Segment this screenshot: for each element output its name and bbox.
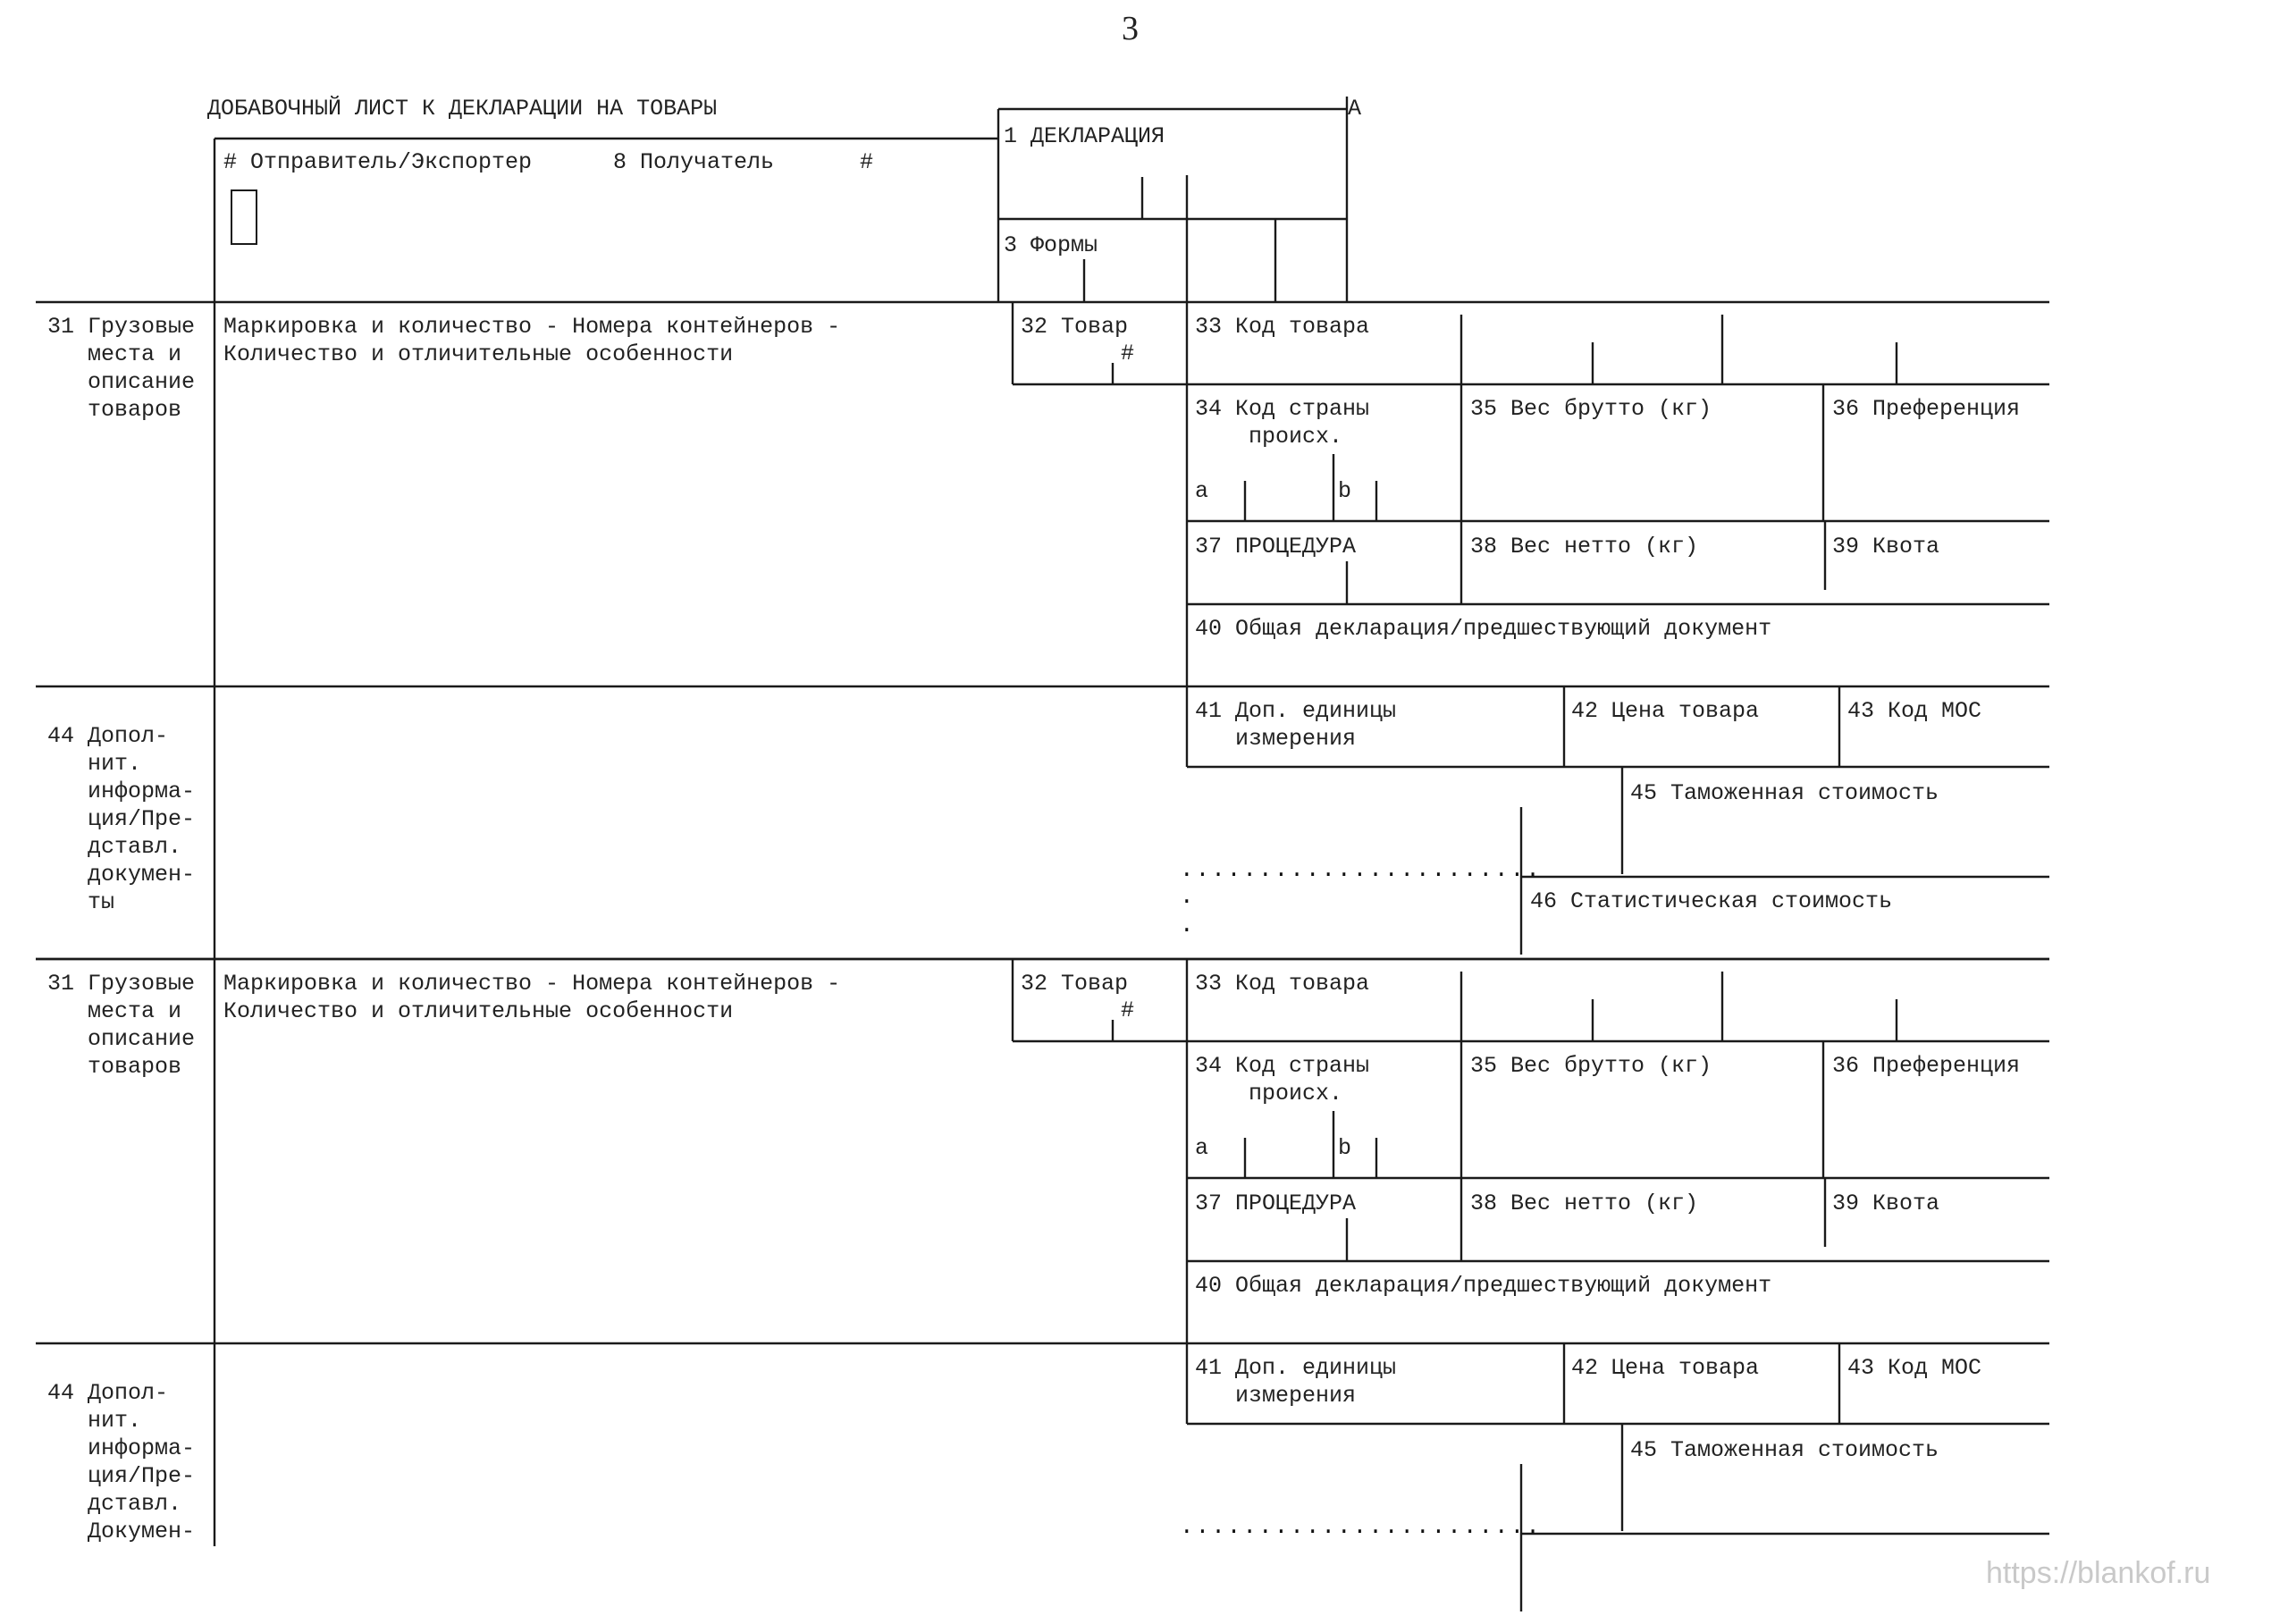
block-1-box35-label: 35 Вес брутто (кг) — [1470, 396, 1712, 422]
block-2-box34-label: 34 Код страны происх. — [1195, 1053, 1370, 1107]
block-1-box32-hash: # — [1121, 341, 1135, 366]
box-forms-label: 3 Формы — [1004, 232, 1098, 258]
block-1-dotted-leader: ....................... — [1180, 856, 1542, 883]
block-2-box31-text: Маркировка и количество - Номера контейн… — [223, 971, 841, 1024]
block-1-box38-label: 38 Вес нетто (кг) — [1470, 534, 1699, 560]
box-declaration-label: 1 ДЕКЛАРАЦИЯ — [1004, 123, 1165, 149]
block-2-box33-label: 33 Код товара — [1195, 971, 1370, 997]
block-1-box42-label: 42 Цена товара — [1571, 698, 1760, 724]
block-1-box32-label: 32 Товар — [1021, 314, 1129, 340]
block-1-box34-b: b — [1338, 478, 1352, 504]
block-2-box39-label: 39 Квота — [1832, 1191, 1940, 1216]
block-1-box43-label: 43 Код МОС — [1847, 698, 1982, 724]
block-1-box36-label: 36 Преференция — [1832, 396, 2021, 422]
page-number: 3 — [1122, 10, 1139, 47]
block-1-dotted-leader-dot: . — [1180, 883, 1196, 910]
block-1-box40-label: 40 Общая декларация/предшествующий докум… — [1195, 616, 1772, 642]
block-2-box43-label: 43 Код МОС — [1847, 1355, 1982, 1381]
block-1-box33-label: 33 Код товара — [1195, 314, 1370, 340]
block-2-box42-label: 42 Цена товара — [1571, 1355, 1760, 1381]
block-2-box32-hash: # — [1121, 997, 1135, 1023]
block-2-box34-a: a — [1195, 1135, 1209, 1161]
block-2-box38-label: 38 Вес нетто (кг) — [1470, 1191, 1699, 1216]
block-1-box37-label: 37 ПРОЦЕДУРА — [1195, 534, 1357, 560]
sheet-title: ДОБАВОЧНЫЙ ЛИСТ К ДЕКЛАРАЦИИ НА ТОВАРЫ — [207, 96, 718, 122]
block-2-box40-label: 40 Общая декларация/предшествующий докум… — [1195, 1273, 1772, 1299]
column-a-marker: A — [1348, 96, 1362, 122]
box-exporter-label: # Отправитель/Экспортер — [223, 149, 533, 175]
block-2-box36-label: 36 Преференция — [1832, 1053, 2021, 1079]
block-1-box44-label: 44 Допол- нит. информа- ция/Пре- дставл.… — [47, 723, 196, 915]
block-1-box45-label: 45 Таможенная стоимость — [1630, 780, 1939, 806]
block-1-box31-text: Маркировка и количество - Номера контейн… — [223, 314, 841, 367]
block-2-box35-label: 35 Вес брутто (кг) — [1470, 1053, 1712, 1079]
block-1-dotted-leader-dot: . — [1180, 912, 1196, 938]
block-2-dotted-leader: ....................... — [1180, 1513, 1542, 1540]
block-1-box39-label: 39 Квота — [1832, 534, 1940, 560]
block-2-box45-label: 45 Таможенная стоимость — [1630, 1437, 1939, 1463]
box-consignee-label: 8 Получатель — [613, 149, 775, 175]
block-2-box37-label: 37 ПРОЦЕДУРА — [1195, 1191, 1357, 1216]
block-1-box34-a: a — [1195, 478, 1209, 504]
block-1-box31-label: 31 Грузовые места и описание товаров — [47, 314, 196, 423]
block-1-box34-label: 34 Код страны происх. — [1195, 396, 1370, 450]
block-1-box46-label: 46 Статистическая стоимость — [1530, 888, 1893, 914]
block-1-box41-label: 41 Доп. единицы измерения — [1195, 698, 1397, 752]
block-2-box31-label: 31 Грузовые места и описание товаров — [47, 971, 196, 1080]
block-2-box32-label: 32 Товар — [1021, 971, 1129, 997]
watermark: https://blankof.ru — [1986, 1556, 2211, 1590]
exporter-entry-box[interactable] — [231, 189, 257, 245]
block-2-box34-b: b — [1338, 1135, 1352, 1161]
block-2-box41-label: 41 Доп. единицы измерения — [1195, 1355, 1397, 1409]
box-consignee-hash: # — [860, 149, 874, 175]
block-2-box44-label: 44 Допол- нит. информа- ция/Пре- дставл.… — [47, 1380, 196, 1544]
